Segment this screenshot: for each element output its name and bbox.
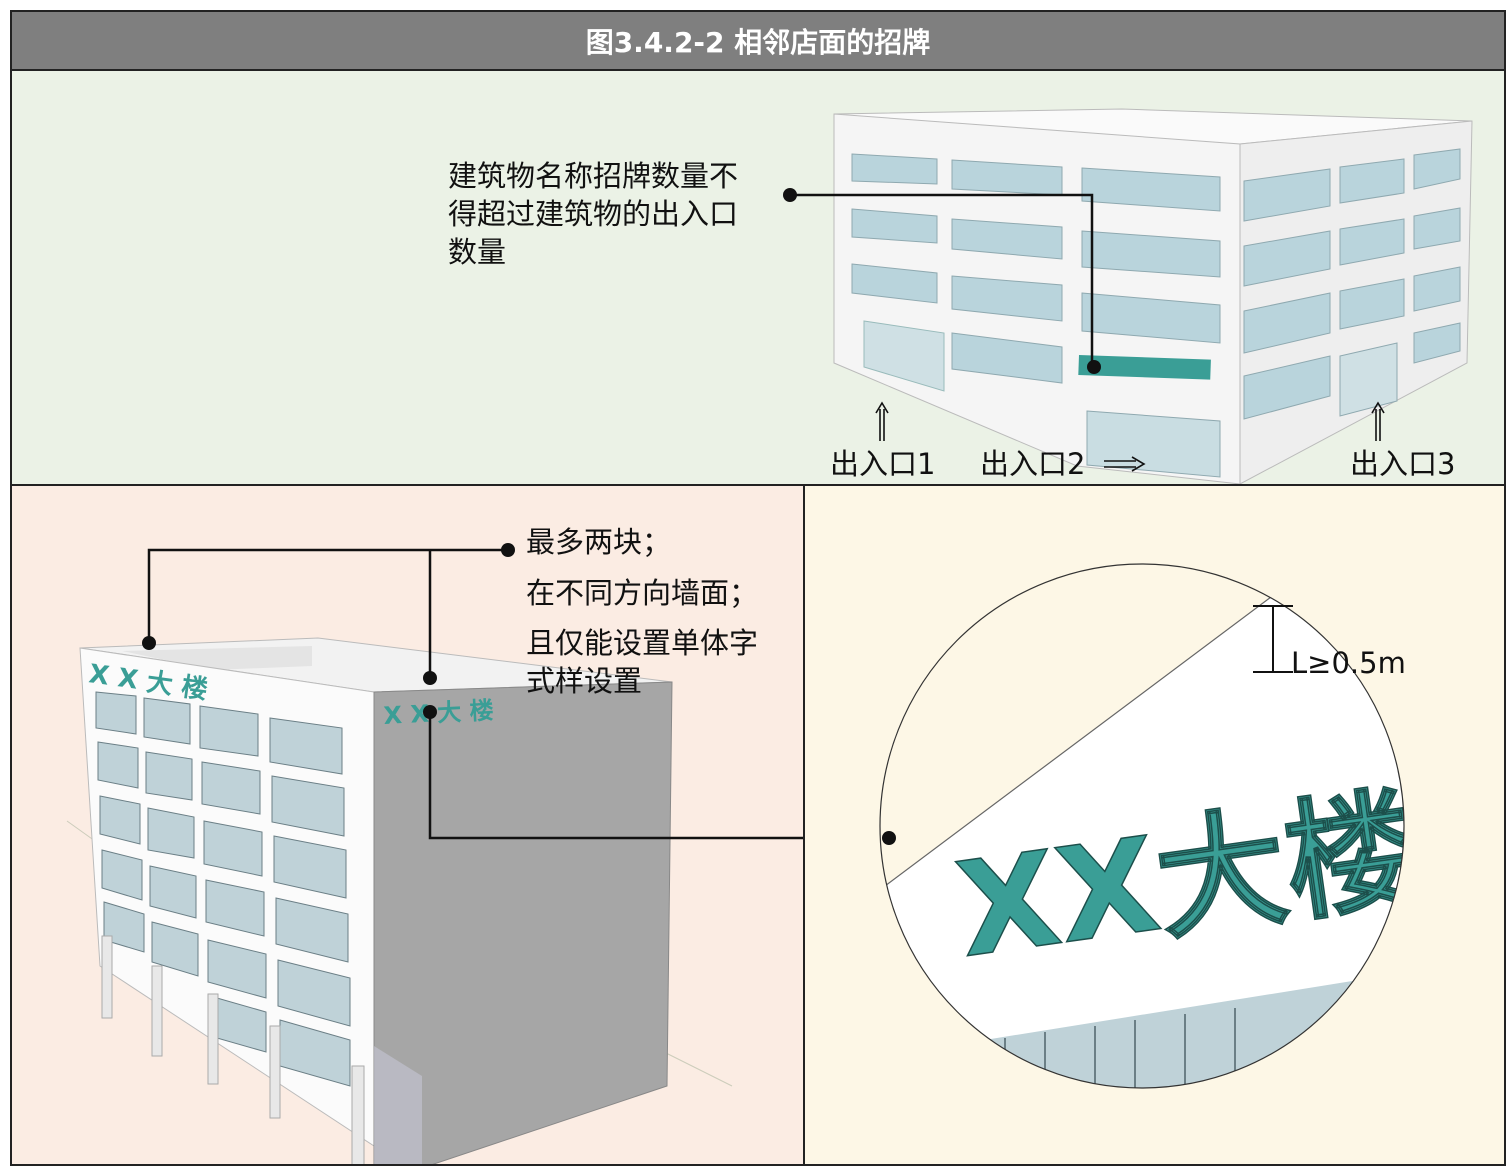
right-sign-text: X X 大 楼 <box>383 696 494 730</box>
bl-note-line-3: 且仅能设置单体字 <box>526 626 759 660</box>
bl-note-line-4: 式样设置 <box>526 664 643 698</box>
dimension-label: L≥0.5m <box>1291 646 1406 680</box>
entrance-3-label: 出入口3 <box>1350 447 1456 481</box>
top-panel: 建筑物名称招牌数量不 得超过建筑物的出入口 数量 出入口1 出入口2 出入口3 <box>12 71 1504 486</box>
top-building-illustration <box>783 108 1473 484</box>
top-note-line-1: 建筑物名称招牌数量不 <box>448 159 739 193</box>
sign-detail-illustration: XX大楼 <box>879 563 1405 1089</box>
sign-band <box>1078 355 1211 380</box>
figure-title: 图3.4.2-2 相邻店面的招牌 <box>12 12 1504 71</box>
entrance-2-label: 出入口2 <box>980 447 1086 481</box>
top-note-line-2: 得超过建筑物的出入口 <box>448 197 739 231</box>
bl-note-line-1: 最多两块； <box>526 525 672 559</box>
top-note-line-3: 数量 <box>448 235 507 269</box>
bl-note-line-2: 在不同方向墙面； <box>526 576 759 610</box>
bottom-right-panel: XX大楼 L≥0.5m <box>805 486 1504 1164</box>
entrance-arrows <box>875 401 1385 472</box>
tower-building-illustration: X X 大 楼 X X 大 楼 <box>66 543 803 1164</box>
figure-frame: 图3.4.2-2 相邻店面的招牌 <box>10 10 1506 1166</box>
entrance-1-label: 出入口1 <box>830 447 936 481</box>
bottom-left-panel: X X 大 楼 X X 大 楼 最多两块； 在不同方向墙面； 且仅能设置单体字 … <box>12 486 805 1164</box>
dimension-bracket <box>1253 605 1293 673</box>
